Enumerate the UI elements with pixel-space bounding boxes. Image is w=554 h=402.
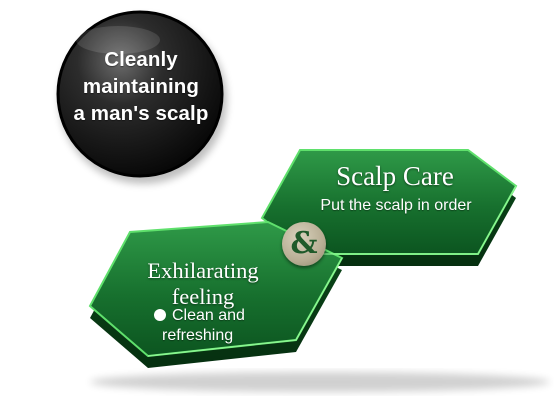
exhilarating-bullet-line-1: Clean and (172, 307, 245, 324)
badge-text: Cleanly maintaining a man's scalp (52, 46, 230, 127)
hex-left-glow (147, 257, 343, 357)
badge-line-3: a man's scalp (73, 102, 209, 125)
ampersand-connector: & (282, 222, 326, 266)
badge-line-2: maintaining (82, 75, 200, 98)
badge-circle (56, 10, 224, 178)
exhilarating-title-line-1: Exhilarating (147, 258, 259, 283)
exhilarating-bullet: Clean and refreshing (140, 306, 294, 346)
ground-shadow (90, 372, 550, 392)
bullet-dot-icon (154, 309, 166, 321)
exhilarating-title: Exhilarating feeling (118, 258, 288, 310)
hex-right-glow (310, 185, 517, 255)
scalp-care-subtitle: Put the scalp in order (320, 197, 472, 214)
badge-highlight (76, 26, 160, 54)
exhilarating-title-line-2: feeling (171, 284, 235, 309)
badge-line-1: Cleanly (104, 48, 178, 71)
exhilarating-bullet-line-2: refreshing (162, 327, 234, 344)
scalp-care-title: Scalp Care (336, 161, 454, 191)
